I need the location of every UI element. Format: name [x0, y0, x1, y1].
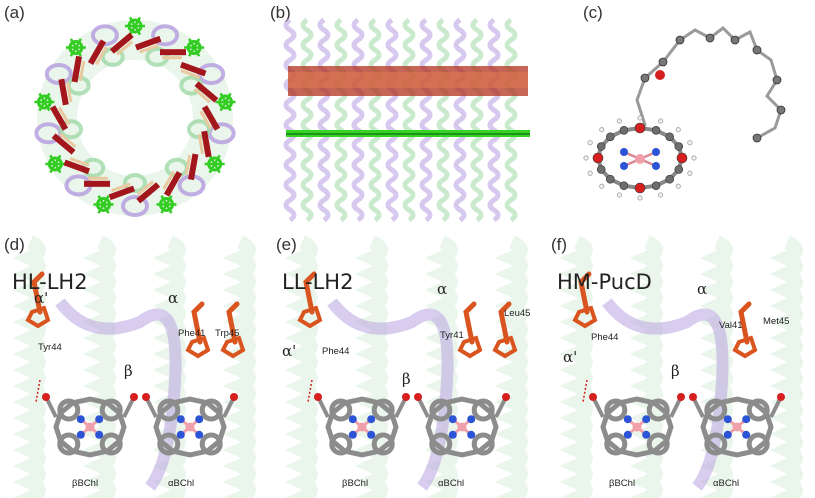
panel-e-res-tyr41: Tyr41: [440, 330, 464, 341]
panel-f-structure: [559, 235, 803, 498]
panel-label-c: (c): [583, 3, 603, 22]
panel-e-alpha-prime: α': [282, 342, 297, 360]
panel-d-title: HL-LH2: [12, 270, 88, 294]
panel-d-res-phe41: Phe41: [178, 328, 206, 339]
panel-e-title: LL-LH2: [282, 270, 354, 294]
panel-f-res-met45: Met45: [763, 316, 790, 327]
ring-complex-top-view: [34, 16, 236, 217]
panel-d-res-trp45: Trp45: [215, 328, 240, 339]
panel-f-beta: β: [671, 362, 680, 380]
panel-e-beta: β: [402, 370, 411, 388]
panel-d-alpha: α: [168, 289, 179, 307]
panel-d-structure: [12, 235, 256, 498]
panel-f-alpha-prime: α': [563, 348, 578, 366]
panel-e-alpha: α: [437, 280, 448, 298]
panel-label-a: (a): [4, 3, 25, 22]
panel-label-d: (d): [4, 235, 25, 254]
panel-d-bchl-alpha: αBChl: [168, 478, 195, 489]
panel-e-res-leu45: Leu45: [504, 308, 531, 319]
panel-e-res-phe44: Phe44: [322, 346, 350, 357]
panel-d-beta: β: [124, 362, 133, 380]
panel-d-alpha-prime: α': [34, 289, 49, 307]
panel-label-b: (b): [270, 3, 291, 22]
panel-e-bchl-alpha: αBChl: [438, 478, 465, 489]
panel-f-alpha: α: [697, 280, 708, 298]
panel-label-f: (f): [551, 235, 568, 254]
panel-label-e: (e): [276, 235, 297, 254]
membrane-side-view: [283, 17, 530, 223]
panel-e-structure: [284, 235, 528, 498]
panel-e-bchl-beta: βBChl: [342, 478, 369, 489]
panel-a: (a): [0, 0, 265, 230]
panel-f-bchl-alpha: αBChl: [713, 478, 740, 489]
panel-f-title: HM-PucD: [557, 270, 652, 294]
panel-d-bchl-beta: βBChl: [72, 478, 99, 489]
panel-f-res-phe44: Phe44: [591, 332, 619, 343]
bchl-molecule-ball-stick: [583, 26, 786, 201]
panel-d-res-tyr44: Tyr44: [38, 342, 62, 353]
panel-e: (e) LL-LH2 α α' β Phe44 Tyr41 Leu45 βBCh…: [272, 232, 542, 498]
panel-c: (c): [545, 0, 815, 230]
panel-b: (b): [268, 0, 543, 230]
panel-f: (f) HM-PucD α α' β Phe44 Val41 Met45 βBC…: [547, 232, 815, 498]
panel-f-bchl-beta: βBChl: [609, 478, 636, 489]
panel-d: (d) HL-LH2 α' α β Tyr44 Phe41 Trp45 βBCh…: [0, 232, 268, 498]
panel-f-res-val41: Val41: [719, 320, 743, 331]
